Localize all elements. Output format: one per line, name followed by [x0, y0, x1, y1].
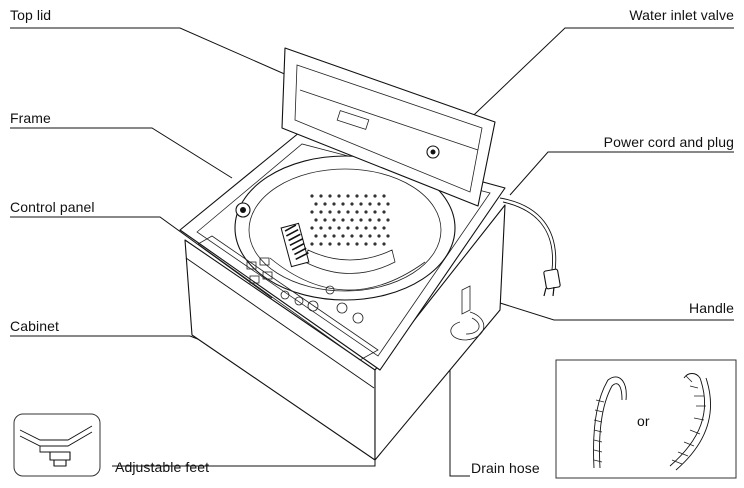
drum-hole	[382, 210, 386, 214]
drum-hole	[368, 234, 372, 238]
drum-hole	[373, 242, 377, 246]
drum-hole	[382, 194, 386, 198]
drum-hole	[373, 210, 377, 214]
drum-hole	[337, 242, 341, 246]
label-frame: Frame	[10, 110, 51, 126]
drum-hole	[364, 194, 368, 198]
label-control-panel: Control panel	[10, 199, 95, 215]
drum-hole	[314, 202, 318, 206]
label-drain-hose: Drain hose	[471, 460, 540, 476]
drum-hole	[323, 202, 327, 206]
drum-hole	[328, 242, 332, 246]
label-handle: Handle	[689, 300, 734, 316]
drum-hole	[373, 194, 377, 198]
drum-hole	[310, 242, 314, 246]
cabinet-body	[184, 204, 506, 461]
drum-hole	[364, 242, 368, 246]
drum-hole	[373, 226, 377, 230]
top-lid	[281, 47, 496, 207]
drum-hole	[350, 234, 354, 238]
drum-hole	[377, 234, 381, 238]
drum-hole	[359, 218, 363, 222]
drum-hole	[314, 234, 318, 238]
drum-hole	[332, 234, 336, 238]
drum-hole	[332, 218, 336, 222]
drum-hole	[386, 218, 390, 222]
drum-hole	[319, 194, 323, 198]
drum-hole	[337, 210, 341, 214]
drum-hole	[350, 218, 354, 222]
control-panel	[197, 235, 379, 361]
drum-hole	[319, 210, 323, 214]
tub	[234, 155, 456, 301]
adjustable-feet-inset	[13, 413, 101, 477]
drum-hole	[310, 226, 314, 230]
drum-hole	[332, 202, 336, 206]
drum-hole	[328, 194, 332, 198]
drum-hole	[355, 194, 359, 198]
label-power-cord: Power cord and plug	[603, 134, 734, 150]
dispenser-cap	[235, 202, 251, 218]
drum-hole	[319, 226, 323, 230]
drain-hose-inset	[555, 359, 737, 479]
label-cabinet: Cabinet	[10, 318, 59, 334]
drum-hole	[386, 234, 390, 238]
drum-hole	[386, 202, 390, 206]
drum-hole	[355, 210, 359, 214]
drum-perforations	[310, 194, 390, 246]
drum-hole	[346, 194, 350, 198]
drum-hole	[310, 210, 314, 214]
drum-hole	[350, 202, 354, 206]
drum-hole	[341, 202, 345, 206]
label-or: or	[637, 413, 650, 429]
drum-hole	[346, 210, 350, 214]
label-water-inlet-valve: Water inlet valve	[629, 7, 734, 23]
drum-hole	[346, 226, 350, 230]
label-adjustable-feet: Adjustable feet	[115, 459, 210, 475]
drum-hole	[359, 202, 363, 206]
drum-hole	[323, 234, 327, 238]
drum-hole	[346, 242, 350, 246]
drum-hole	[382, 242, 386, 246]
drum-hole	[377, 202, 381, 206]
drum-hole	[314, 218, 318, 222]
drum-hole	[341, 218, 345, 222]
lint-filter	[280, 222, 310, 268]
drain-hose-coil	[450, 311, 485, 341]
drum-hole	[337, 194, 341, 198]
drum-hole	[364, 226, 368, 230]
label-top-lid: Top lid	[10, 7, 52, 23]
drum-hole	[364, 210, 368, 214]
drum-hole	[310, 194, 314, 198]
drum-hole	[319, 242, 323, 246]
drum-hole	[382, 226, 386, 230]
drum-hole	[341, 234, 345, 238]
drum-hole	[328, 210, 332, 214]
drum-hole	[355, 242, 359, 246]
drum-hole	[323, 218, 327, 222]
drum-hole	[368, 202, 372, 206]
drum-hole	[355, 226, 359, 230]
drum-hole	[368, 218, 372, 222]
drum-hole	[377, 218, 381, 222]
handle	[461, 285, 471, 315]
drum-hole	[359, 234, 363, 238]
power-cord	[499, 197, 561, 297]
drum-hole	[337, 226, 341, 230]
drum-hole	[328, 226, 332, 230]
